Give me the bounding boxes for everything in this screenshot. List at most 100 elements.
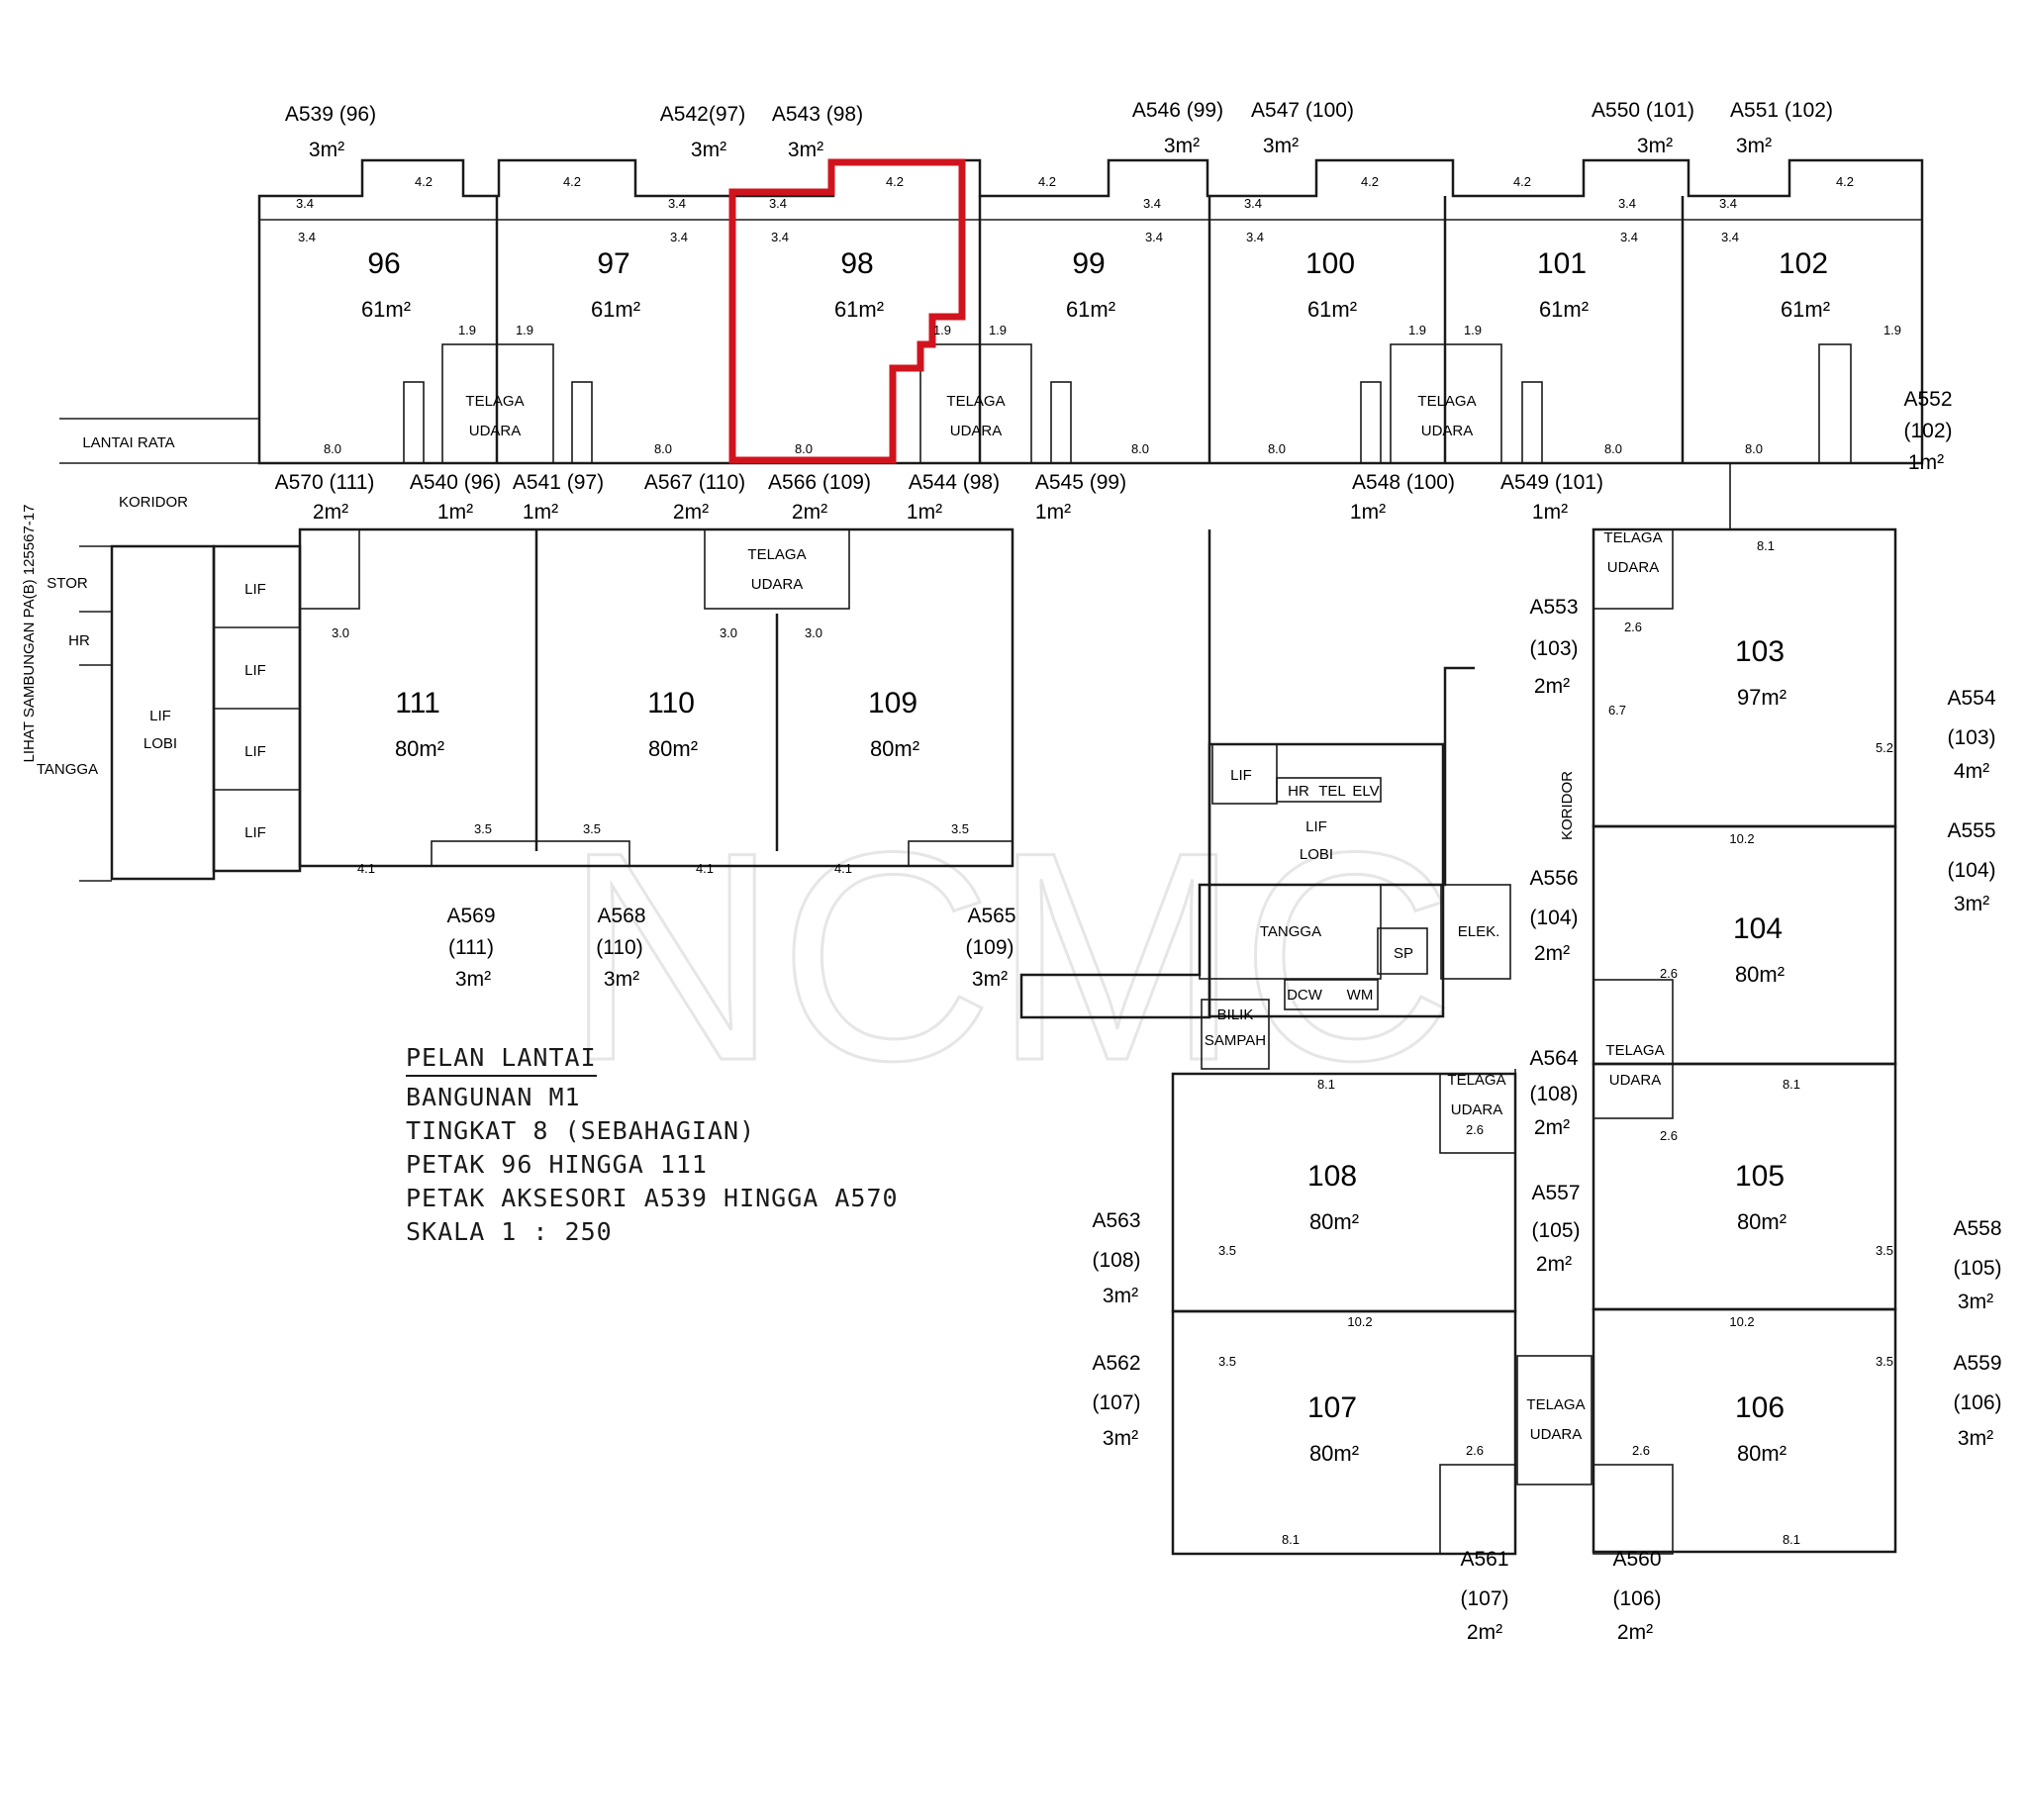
- unit-labels: 96 61m² 97 61m² 98 61m² 99 61m² 100 61m²…: [361, 247, 1830, 1466]
- lif-lobi-label: LIF: [149, 708, 171, 724]
- dimension-label: 4.2: [1836, 174, 1854, 189]
- udara-label: UDARA: [1451, 1102, 1503, 1118]
- accessory-sub: (108): [1529, 1083, 1578, 1105]
- dimension-label: 10.2: [1729, 831, 1754, 846]
- lif-lobi-label: LOBI: [1300, 846, 1333, 863]
- dimension-label: 4.2: [563, 174, 581, 189]
- accessory-code: A561: [1460, 1548, 1508, 1571]
- accessory-code: A539 (96): [285, 103, 376, 126]
- accessory-sub: (104): [1947, 859, 1995, 882]
- accessory-sub: (109): [965, 936, 1014, 959]
- unit-no: 108: [1307, 1160, 1357, 1193]
- dimension-label: 3.4: [1143, 196, 1161, 211]
- unit-no: 110: [647, 687, 695, 719]
- udara-label: UDARA: [1421, 423, 1474, 439]
- accessory-area: 3m²: [691, 139, 726, 161]
- unit-no: 105: [1735, 1160, 1785, 1193]
- unit-no: 107: [1307, 1391, 1357, 1424]
- lantai-rata-label: LANTAI RATA: [82, 434, 174, 451]
- accessory-area: 2m²: [673, 501, 709, 524]
- udara-label: UDARA: [751, 576, 804, 593]
- sp-room-label: SP: [1394, 945, 1413, 962]
- dimension-label: 8.0: [654, 441, 672, 456]
- sampah-label: SAMPAH: [1205, 1032, 1266, 1049]
- wm-room-label: WM: [1347, 987, 1374, 1004]
- dimension-label: 8.0: [1745, 441, 1763, 456]
- telaga-label: TELAGA: [1417, 393, 1476, 410]
- unit-no: 97: [597, 247, 629, 280]
- dimension-label: 3.4: [1721, 230, 1739, 244]
- lif-label: LIF: [1230, 767, 1252, 784]
- koridor-label: KORIDOR: [119, 494, 188, 511]
- unit-area: 61m²: [1781, 297, 1830, 322]
- dimension-label: 1.9: [989, 323, 1007, 337]
- accessory-area: 2m²: [1467, 1621, 1502, 1644]
- dimension-label: 10.2: [1347, 1314, 1372, 1329]
- accessory-area: 1m²: [523, 501, 558, 524]
- accessory-area: 3m²: [1263, 135, 1299, 157]
- accessory-code: A570 (111): [275, 471, 375, 494]
- dimension-label: 3.0: [720, 625, 737, 640]
- accessory-code: A559: [1953, 1352, 2001, 1375]
- dimension-label: 8.0: [1268, 441, 1286, 456]
- unit-no: 109: [868, 687, 917, 719]
- unit-no: 102: [1779, 247, 1828, 280]
- center-core-walls: [1019, 529, 1511, 1070]
- unit-area: 80m²: [1309, 1441, 1359, 1466]
- dimension-label: 4.1: [357, 861, 375, 876]
- unit-area: 80m²: [1309, 1209, 1359, 1234]
- udara-label: UDARA: [950, 423, 1003, 439]
- accessory-code: A563: [1092, 1209, 1140, 1232]
- dimension-label: 3.5: [951, 821, 969, 836]
- lif-label: LIF: [244, 824, 266, 841]
- accessory-code: A550 (101): [1592, 99, 1694, 122]
- dimension-label: 3.4: [1145, 230, 1163, 244]
- top-row-walls: [59, 158, 1924, 465]
- legend-line: SKALA 1 : 250: [406, 1217, 613, 1246]
- accessory-labels: A539 (96) 3m² A542(97) 3m² A543 (98) 3m²…: [275, 99, 2002, 1644]
- accessory-area: 3m²: [788, 139, 823, 161]
- dimension-label: 3.5: [1876, 1354, 1893, 1369]
- accessory-area: 2m²: [1617, 1621, 1653, 1644]
- accessory-area: 3m²: [604, 968, 639, 991]
- accessory-code: A556: [1529, 867, 1578, 890]
- accessory-area: 1m²: [1035, 501, 1071, 524]
- dimension-label: 8.0: [795, 441, 813, 456]
- accessory-code: A543 (98): [772, 103, 863, 126]
- accessory-code: A555: [1947, 819, 1995, 842]
- accessory-area: 3m²: [1637, 135, 1673, 157]
- unit-no: 103: [1735, 635, 1785, 668]
- tangga-label: TANGGA: [37, 761, 98, 778]
- accessory-code: A569: [446, 905, 495, 927]
- unit-area: 61m²: [834, 297, 884, 322]
- accessory-sub: (103): [1529, 637, 1578, 660]
- right-block-walls: [1171, 463, 1897, 1556]
- unit-no: 111: [395, 687, 440, 719]
- dimension-label: 8.1: [1317, 1077, 1335, 1092]
- accessory-code: A549 (101): [1500, 471, 1603, 494]
- dimension-label: 1.9: [933, 323, 951, 337]
- accessory-sub: (103): [1947, 726, 1995, 749]
- accessory-code: A566 (109): [768, 471, 871, 494]
- unit-area: 80m²: [395, 736, 444, 761]
- dimension-label: 2.6: [1466, 1443, 1484, 1458]
- elv-room-label: ELV: [1352, 783, 1379, 800]
- accessory-code: A546 (99): [1132, 99, 1223, 122]
- accessory-area: 3m²: [1103, 1427, 1138, 1450]
- accessory-code: A547 (100): [1251, 99, 1354, 122]
- accessory-code: A541 (97): [513, 471, 604, 494]
- accessory-area: 3m²: [1958, 1427, 1993, 1450]
- accessory-sub: (106): [1612, 1587, 1661, 1610]
- telaga-label: TELAGA: [946, 393, 1005, 410]
- telaga-label: TELAGA: [1526, 1396, 1585, 1413]
- accessory-area: 3m²: [1736, 135, 1772, 157]
- accessory-sub: (111): [448, 936, 494, 959]
- dimension-label: 4.1: [696, 861, 714, 876]
- tel-room-label: TEL: [1318, 783, 1346, 800]
- dimension-label: 8.1: [1783, 1532, 1800, 1547]
- accessory-code: A551 (102): [1730, 99, 1833, 122]
- dimension-label: 3.4: [668, 196, 686, 211]
- telaga-label: TELAGA: [1603, 529, 1662, 546]
- telaga-label: TELAGA: [747, 546, 806, 563]
- elek-room-label: ELEK.: [1458, 923, 1500, 940]
